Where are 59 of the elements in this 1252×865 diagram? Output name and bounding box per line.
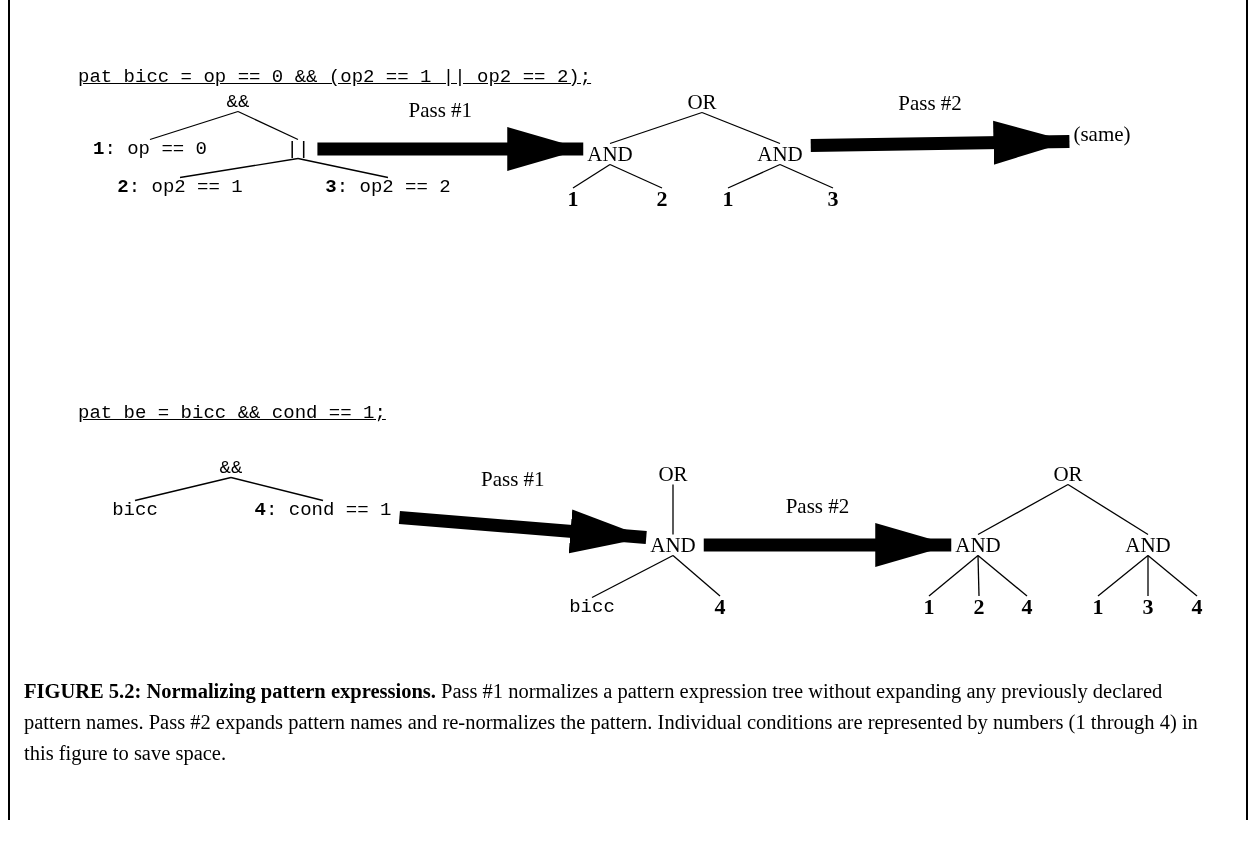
tree-branch-line (727, 163, 781, 189)
tree-branch-line (591, 554, 674, 599)
pass-arrow (317, 127, 584, 171)
condition-number: 1 (567, 188, 579, 210)
operator-label: AND (757, 143, 803, 165)
operator-label: OR (658, 463, 688, 485)
tree-branch-line (134, 476, 232, 502)
condition-number: 4 (1021, 596, 1033, 618)
tree-branch-line (1067, 483, 1149, 536)
figure-caption: FIGURE 5.2: Normalizing pattern expressions. Pass #1 normalizes a pattern expression tree without expanding any previously declared pattern names. Pass #2 expands pattern names and re-normalizes the pattern. Individual conditions are represented by numbers (1 through 4) in this figure to save space. (24, 679, 1199, 767)
condition-number: 1 (923, 596, 935, 618)
pass-arrow (703, 523, 952, 567)
condition-number: 1 (1092, 596, 1104, 618)
condition-number: 3 (827, 188, 839, 210)
operator-label: AND (650, 534, 696, 556)
tree-branch-line (572, 163, 611, 189)
tree-branch-line (609, 111, 703, 145)
operator-label: OR (687, 91, 717, 113)
tree-branch-line (1097, 554, 1149, 597)
operator-label: AND (955, 534, 1001, 556)
condition-text: 3: op2 == 2 (325, 177, 451, 197)
tree-branch-line (1147, 554, 1149, 597)
tree-branch-line (230, 476, 324, 502)
note-text: (same) (1073, 123, 1131, 145)
pass-arrow (810, 120, 1070, 165)
tree-branch-line (977, 483, 1069, 536)
condition-number: 4 (714, 596, 726, 618)
condition-text: 1: op == 0 (93, 139, 207, 159)
condition-number: 1 (722, 188, 734, 210)
tree-branch-line (179, 157, 299, 179)
tree-branch-line (609, 163, 663, 189)
operator-label: AND (587, 143, 633, 165)
tree-branch-line (672, 554, 721, 597)
condition-number: 3 (1142, 596, 1154, 618)
pass-arrow (398, 509, 647, 554)
condition-number: 2 (656, 188, 668, 210)
tree-branch-line (1147, 554, 1198, 597)
tree-branch-line (977, 554, 980, 597)
tree-branch-line (149, 110, 239, 141)
pattern-name: bicc (569, 597, 615, 617)
tree-branch-line (297, 157, 389, 179)
operator-text: && (226, 92, 250, 112)
pattern-name: bicc (112, 500, 158, 520)
tree-branch-line (672, 483, 674, 536)
operator-label: AND (1125, 534, 1171, 556)
tree-branch-line (928, 554, 979, 597)
code-line: pat be = bicc && cond == 1; (78, 402, 386, 424)
tree-branch-line (237, 110, 299, 141)
condition-number: 2 (973, 596, 985, 618)
operator-text: && (219, 458, 243, 478)
tree-branch-line (977, 554, 1028, 597)
condition-text: 2: op2 == 1 (117, 177, 243, 197)
condition-text: 4: cond == 1 (254, 500, 392, 520)
operator-label: OR (1053, 463, 1083, 485)
tree-branch-line (701, 111, 781, 145)
tree-branch-line (779, 163, 834, 189)
condition-number: 4 (1191, 596, 1203, 618)
code-line: pat bicc = op == 0 && (op2 == 1 || op2 == 2); (78, 66, 592, 88)
operator-text: || (286, 139, 310, 159)
